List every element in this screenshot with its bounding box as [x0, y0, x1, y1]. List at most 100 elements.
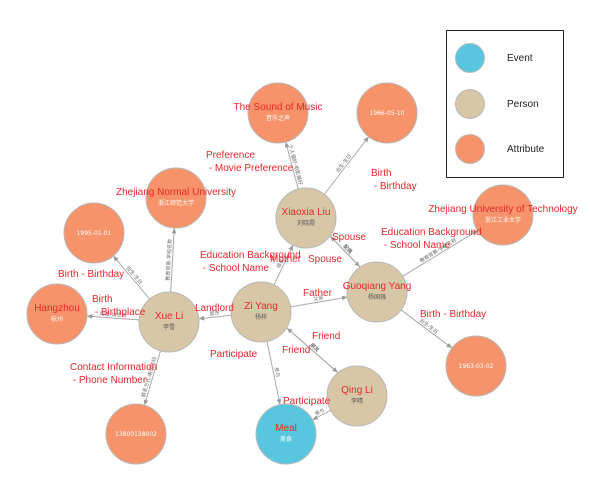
- node-name-xiaoxia_liu: Xiaoxia Liu: [282, 207, 331, 218]
- node-name-hangzhou: Hangzhou: [34, 303, 80, 314]
- node-name-xue_li: Xue Li: [155, 311, 183, 322]
- edge-tag-2: 教育背景-学校名称: [164, 239, 173, 281]
- edge-tag-10: 配偶: [342, 243, 354, 255]
- edge-xiaoxia_liu-to-date_1966: [323, 136, 370, 195]
- legend-label-person: Person: [507, 98, 539, 110]
- legend-label-event: Event: [507, 52, 533, 64]
- edge-tag-14: 朋友: [309, 342, 321, 354]
- relation-label-7: Landlord: [195, 303, 234, 314]
- node-sublabel-zhejiang_normal: 浙江师范大学: [158, 199, 194, 207]
- node-sublabel-hangzhou: 杭州: [51, 315, 63, 323]
- relation-label-1: Birth - Birthday: [371, 168, 417, 192]
- node-circle-guoqiang_yang[interactable]: [346, 261, 408, 323]
- edge-qing_li-to-meal: [312, 409, 331, 421]
- event-swatch-icon: [455, 43, 485, 73]
- relation-label-2: Education Background - School Name: [200, 250, 301, 274]
- edge-xue_li-to-date_1995: [112, 255, 151, 300]
- edge-zi_yang-to-qing_li: [286, 327, 339, 373]
- edge-tag-1: 出生-生日: [334, 153, 353, 175]
- edge-tag-5: 出生-出生地: [100, 310, 127, 319]
- node-date_1995[interactable]: 1995-01-01: [63, 202, 125, 264]
- relation-label-9: Father: [303, 288, 333, 299]
- relation-label-13: Friend: [312, 331, 340, 342]
- node-name-guoqiang_yang: Guoqiang Yang: [343, 281, 412, 292]
- relation-label-15: Participate: [210, 349, 258, 360]
- node-circle-date_1966[interactable]: [356, 82, 418, 144]
- edge-zi_yang-to-guoqiang_yang: [290, 295, 348, 308]
- node-name-meal: Meal: [275, 423, 297, 434]
- edge-xue_li-to-hangzhou: [86, 314, 140, 321]
- edge-xue_li-to-zhejiang_normal: [170, 227, 177, 293]
- node-name-zhejiang_tech: Zhejiang University of Technology: [428, 204, 577, 215]
- node-sublabel-xue_li: 李雪: [163, 323, 175, 331]
- node-name-zhejiang_normal: Zhejiang Normal University: [116, 187, 236, 198]
- edge-xiaoxia_liu-to-sound_of_music: [284, 141, 299, 190]
- node-circle-qing_li[interactable]: [326, 365, 388, 427]
- node-circle-phone[interactable]: [105, 403, 167, 465]
- edge-tag-7: 房东: [209, 309, 220, 317]
- relation-label-3: Education Background - School Name: [381, 227, 482, 251]
- node-sublabel-date_1966: 1966-05-10: [370, 110, 405, 117]
- edge-tag-11: 配偶: [342, 243, 354, 255]
- node-circle-sound_of_music[interactable]: [247, 82, 309, 144]
- edge-tag-15: 参与: [272, 367, 281, 378]
- relation-label-6: Contact Information - Phone Number: [70, 362, 157, 386]
- node-sublabel-phone: 13800138002: [115, 431, 157, 438]
- person-swatch-icon: [455, 89, 485, 119]
- node-circle-xue_li[interactable]: [138, 291, 200, 353]
- node-circle-zhejiang_normal[interactable]: [145, 167, 207, 229]
- node-sublabel-sound_of_music: 音乐之声: [266, 114, 290, 122]
- edge-guoqiang_yang-to-zhejiang_tech: [402, 230, 478, 277]
- node-sublabel-zi_yang: 杨梓: [255, 313, 267, 321]
- legend-item-attribute: Attribute: [455, 134, 544, 164]
- relation-label-10: Spouse: [332, 232, 366, 243]
- relation-label-5: Birth - Birthplace: [92, 294, 146, 318]
- edge-zi_yang-to-meal: [266, 341, 282, 405]
- node-circle-zi_yang[interactable]: [230, 281, 292, 343]
- node-name-zi_yang: Zi Yang: [244, 301, 278, 312]
- legend-label-attribute: Attribute: [507, 143, 545, 155]
- node-circle-date_1963[interactable]: [445, 335, 507, 397]
- attribute-swatch-icon: [455, 134, 485, 164]
- relation-label-0: Preference - Movie Preference: [206, 150, 294, 174]
- node-circle-date_1995[interactable]: [63, 202, 125, 264]
- relation-label-8: Mother: [270, 254, 302, 265]
- node-circle-meal[interactable]: [255, 403, 317, 465]
- node-circle-zhejiang_tech[interactable]: [472, 184, 534, 246]
- node-sublabel-zhejiang_tech: 浙江工业大学: [485, 216, 521, 224]
- relation-label-16: Participate: [283, 396, 331, 407]
- edge-tag-8: 母亲: [275, 257, 286, 269]
- edge-guoqiang_yang-to-date_1963: [400, 309, 453, 349]
- relation-label-12: Birth - Birthday: [420, 309, 486, 320]
- node-name-qing_li: Qing Li: [341, 385, 373, 396]
- relation-label-4: Birth - Birthday: [58, 269, 124, 280]
- node-circle-xiaoxia_liu[interactable]: [275, 187, 337, 249]
- node-sublabel-qing_li: 李晴: [351, 397, 363, 405]
- node-sublabel-meal: 美食: [280, 435, 292, 443]
- edge-guoqiang_yang-to-xiaoxia_liu: [330, 235, 361, 268]
- node-date_1963[interactable]: 1963-03-02: [445, 335, 507, 397]
- edge-tag-16: 参与: [314, 406, 326, 417]
- node-circle-hangzhou[interactable]: [26, 283, 88, 345]
- edge-zi_yang-to-xue_li: [198, 314, 232, 321]
- node-sublabel-xiaoxia_liu: 刘晓霞: [297, 219, 315, 227]
- node-date_1966[interactable]: 1966-05-10: [356, 82, 418, 144]
- legend-item-event: Event: [455, 43, 533, 73]
- node-phone[interactable]: 13800138002: [105, 403, 167, 465]
- edge-tag-4: 出生-生日: [124, 265, 143, 286]
- node-sublabel-guoqiang_yang: 杨国强: [368, 293, 386, 301]
- node-sublabel-date_1995: 1995-01-01: [77, 230, 112, 237]
